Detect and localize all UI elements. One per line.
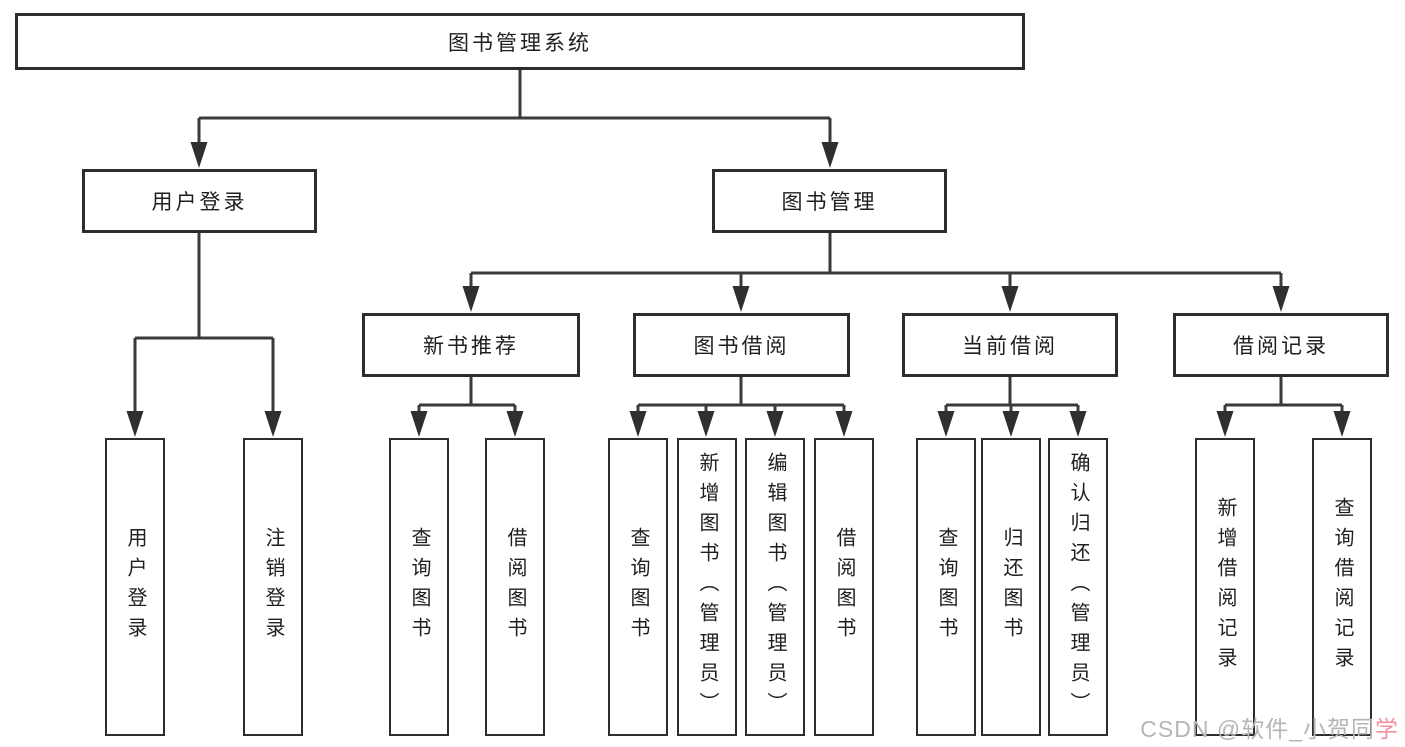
node-bb-borrow-books-label: 借阅图书 (833, 527, 855, 647)
node-book-management-label: 图书管理 (781, 191, 878, 214)
node-user-login: 用户登录 (82, 169, 317, 233)
node-bb-query-books-label: 查询图书 (627, 527, 649, 647)
node-cb-query-books: 查询图书 (916, 438, 976, 736)
node-nb-query-books: 查询图书 (389, 438, 449, 736)
node-bb-query-books: 查询图书 (608, 438, 668, 736)
node-nb-borrow-books: 借阅图书 (485, 438, 545, 736)
node-book-management: 图书管理 (712, 169, 947, 233)
node-new-book-recommend-label: 新书推荐 (423, 335, 519, 358)
node-br-add-record: 新增借阅记录 (1195, 438, 1255, 736)
node-library-system: 图书管理系统 (15, 13, 1025, 70)
node-bb-add-books-admin-label: 新增图书（管理员） (696, 452, 718, 722)
csdn-watermark: CSDN @软件_小贺同学 (1140, 710, 1399, 744)
node-nb-query-books-label: 查询图书 (408, 527, 430, 647)
node-library-system-label: 图书管理系统 (448, 31, 592, 55)
node-user-login-label: 用户登录 (151, 191, 248, 214)
node-nb-borrow-books-label: 借阅图书 (504, 527, 526, 647)
node-user-login-action: 用户登录 (105, 438, 165, 736)
node-cb-return-books: 归还图书 (981, 438, 1041, 736)
node-br-query-record-label: 查询借阅记录 (1331, 497, 1353, 677)
node-bb-edit-books-admin-label: 编辑图书（管理员） (764, 452, 786, 722)
node-cb-query-books-label: 查询图书 (935, 527, 957, 647)
node-current-borrow: 当前借阅 (902, 313, 1118, 377)
node-user-login-action-label: 用户登录 (124, 527, 146, 647)
node-br-query-record: 查询借阅记录 (1312, 438, 1372, 736)
node-bb-edit-books-admin: 编辑图书（管理员） (745, 438, 805, 736)
node-book-borrow-label: 图书借阅 (693, 335, 790, 358)
node-logout-action: 注销登录 (243, 438, 303, 736)
node-cb-return-books-label: 归还图书 (1000, 527, 1022, 647)
node-cb-confirm-return-admin-label: 确认归还（管理员） (1067, 452, 1089, 722)
node-book-borrow: 图书借阅 (633, 313, 850, 377)
csdn-watermark-accent: 学 (1375, 716, 1399, 742)
node-current-borrow-label: 当前借阅 (962, 335, 1058, 358)
node-cb-confirm-return-admin: 确认归还（管理员） (1048, 438, 1108, 736)
node-borrow-records: 借阅记录 (1173, 313, 1389, 377)
node-bb-borrow-books: 借阅图书 (814, 438, 874, 736)
node-br-add-record-label: 新增借阅记录 (1214, 497, 1236, 677)
csdn-watermark-text: CSDN @软件_小贺同 (1140, 716, 1375, 742)
node-bb-add-books-admin: 新增图书（管理员） (677, 438, 737, 736)
node-logout-action-label: 注销登录 (262, 527, 284, 647)
node-new-book-recommend: 新书推荐 (362, 313, 580, 377)
node-borrow-records-label: 借阅记录 (1233, 335, 1329, 358)
